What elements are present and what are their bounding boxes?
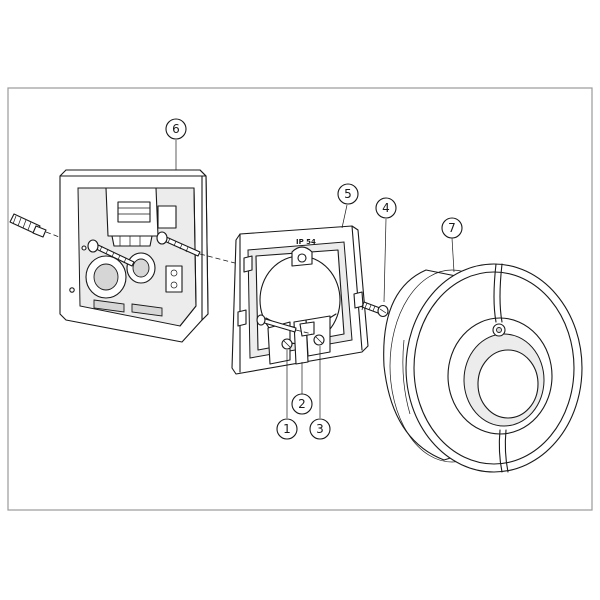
mounting-plate: IP 54 bbox=[231, 225, 369, 375]
callout-4: 4 bbox=[375, 197, 397, 219]
alignment-line-box-plate bbox=[199, 253, 263, 271]
alignment-line-plate-screw bbox=[295, 329, 313, 335]
svg-text:2: 2 bbox=[298, 397, 306, 411]
svg-text:3: 3 bbox=[316, 422, 324, 436]
svg-text:1: 1 bbox=[283, 422, 291, 436]
alignment-line-plate-detector bbox=[361, 301, 365, 311]
ip-rating-marking: IP 54 bbox=[296, 238, 316, 246]
surface-mounting-box bbox=[59, 169, 209, 343]
mounting-screw-left bbox=[87, 239, 135, 267]
plate-fixing-screw bbox=[256, 314, 297, 333]
detector-screw bbox=[361, 301, 389, 318]
callout-1: 1 bbox=[276, 418, 298, 440]
smoke-detector bbox=[383, 263, 583, 473]
mounting-screw-right bbox=[156, 231, 201, 257]
callout-3: 3 bbox=[309, 418, 331, 440]
svg-text:4: 4 bbox=[382, 201, 390, 215]
svg-text:6: 6 bbox=[172, 122, 180, 136]
svg-text:7: 7 bbox=[448, 221, 456, 235]
svg-text:5: 5 bbox=[344, 187, 352, 201]
wall-anchor bbox=[9, 213, 47, 238]
callout-7: 7 bbox=[441, 217, 463, 239]
callout-6: 6 bbox=[165, 118, 187, 140]
leader-lines bbox=[175, 140, 455, 418]
diagram-frame bbox=[7, 87, 593, 511]
callout-5: 5 bbox=[337, 183, 359, 205]
callout-2: 2 bbox=[291, 393, 313, 415]
